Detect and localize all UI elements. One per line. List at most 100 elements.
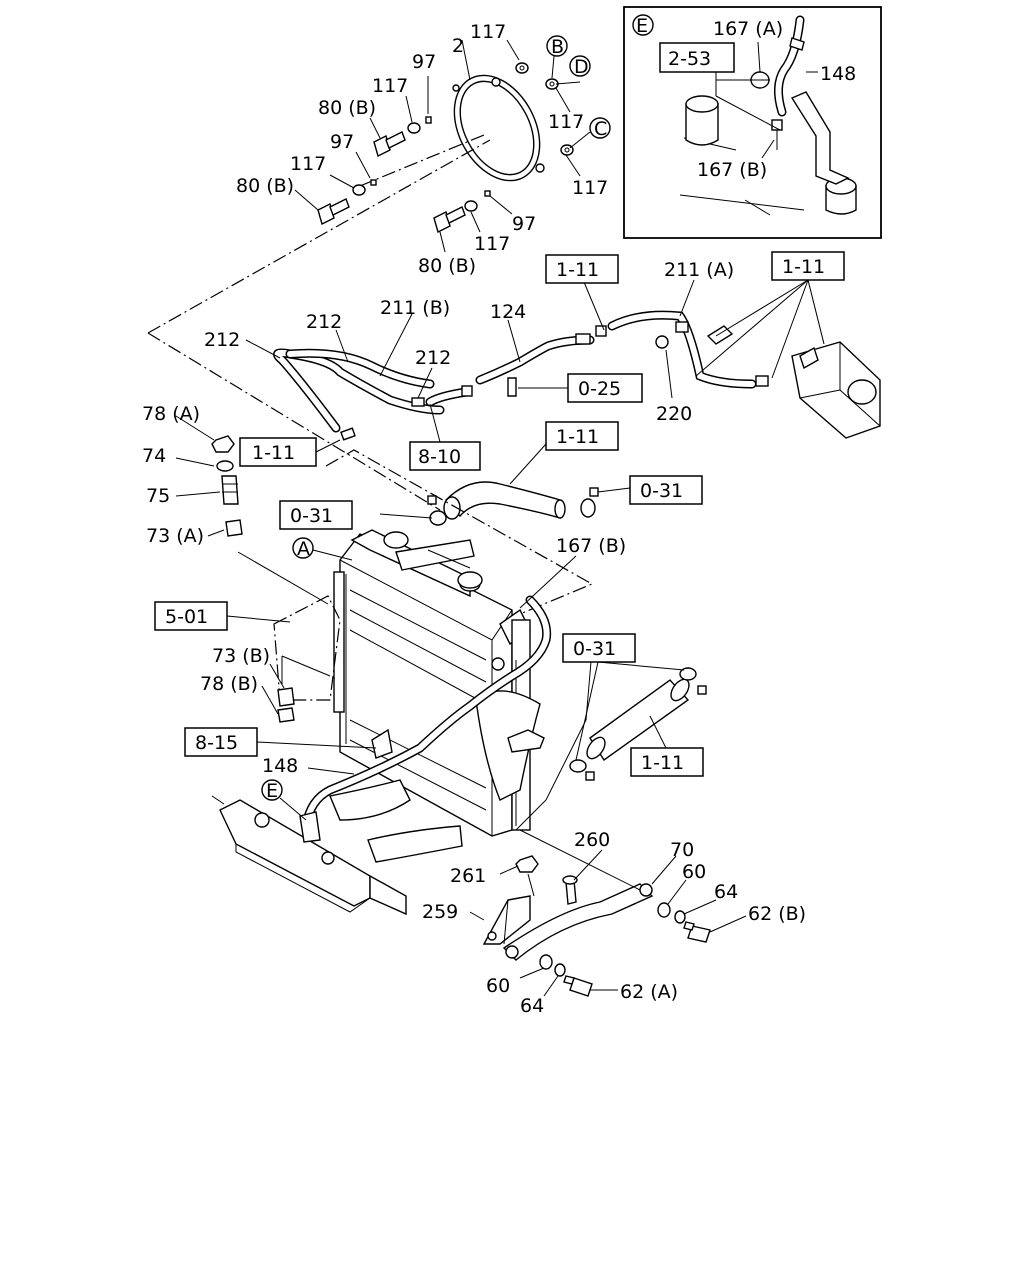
detail-inset-e: 2-53 E 167 (A) 148 167 (B) (623, 6, 882, 239)
radiator-cap (395, 539, 483, 589)
washer-64-upper (674, 910, 686, 924)
callout-78b: 78 (B) (200, 673, 258, 695)
inset-clip-167b (771, 119, 783, 150)
callout-80b-c: 80 (B) (418, 255, 476, 277)
nut-78b (277, 707, 295, 723)
bolt-260 (562, 875, 578, 905)
callout-167a: 167 (A) (713, 18, 783, 40)
callout-97-c: 97 (512, 213, 536, 235)
callout-2: 2 (452, 35, 464, 57)
ref-1-11-b: 1-11 (782, 256, 825, 278)
clip-220 (655, 335, 673, 399)
label-d: D (574, 56, 589, 78)
upper-radiator-hose (443, 481, 566, 520)
ref-5-01: 5-01 (165, 606, 208, 628)
callout-259: 259 (422, 901, 458, 923)
overflow-hose-assembly (273, 310, 769, 441)
ref-2-53: 2-53 (668, 48, 711, 70)
washer-117-mid (407, 122, 421, 134)
label-e-main: E (266, 780, 278, 802)
washer-117-top (515, 62, 529, 74)
nut-78a (211, 435, 235, 453)
ref-box-1-11-b (771, 251, 845, 281)
hose-clamp-upper-left (427, 495, 447, 526)
callout-64-a: 64 (714, 881, 738, 903)
ref-1-11-d: 1-11 (556, 426, 599, 448)
callout-80b-b: 80 (B) (236, 175, 294, 197)
ref-0-31-a: 0-31 (290, 505, 333, 527)
callout-117-b: 117 (372, 75, 408, 97)
ref-box-1-11-a (545, 254, 619, 284)
callout-62b: 62 (B) (748, 903, 806, 925)
pin-97-b (370, 179, 377, 186)
callout-80b-a: 80 (B) (318, 97, 376, 119)
callout-97-a: 97 (412, 51, 436, 73)
bracket-259 (482, 895, 531, 945)
ref-box-1-11-e (630, 747, 704, 777)
callout-260: 260 (574, 829, 610, 851)
washer-60-upper (657, 902, 671, 918)
overflow-pipe-148 (301, 595, 552, 831)
callout-117-e: 117 (572, 177, 608, 199)
callout-117-top: 117 (470, 21, 506, 43)
callout-148: 148 (262, 755, 298, 777)
bolt-top-right (706, 325, 734, 345)
label-c: C (594, 118, 607, 140)
ref-box-8-10 (409, 441, 481, 471)
callout-60-b: 60 (486, 975, 510, 997)
callout-73a: 73 (A) (146, 525, 204, 547)
callout-220: 220 (656, 403, 692, 425)
fastener-0-25 (507, 377, 517, 397)
bolt-62b (683, 921, 711, 943)
callout-60-a: 60 (682, 861, 706, 883)
callout-64-b: 64 (520, 995, 544, 1017)
inset-cylinder-left (685, 95, 719, 146)
cushion-73b (277, 687, 295, 707)
callout-74: 74 (142, 445, 166, 467)
circled-e-main (261, 779, 283, 801)
ref-box-1-11-d (545, 421, 619, 451)
ref-1-11-a: 1-11 (556, 259, 599, 281)
circled-c (589, 117, 611, 139)
washer-117-left (352, 184, 366, 196)
cushion-73a (225, 519, 243, 537)
label-a: A (297, 538, 310, 560)
circled-a (292, 537, 314, 559)
washer-64-lower (554, 963, 566, 977)
label-e-inset: E (636, 15, 648, 37)
circled-d (569, 55, 591, 77)
nut-261 (515, 855, 539, 873)
ref-box-0-25 (567, 373, 643, 403)
callout-117-f: 117 (474, 233, 510, 255)
callout-75: 75 (146, 485, 170, 507)
fan-shroud-ring (452, 74, 545, 182)
radiator-bottom-hose (329, 779, 463, 863)
ref-8-15: 8-15 (195, 732, 238, 754)
callout-inset-167b: 167 (B) (697, 159, 767, 181)
callout-62a: 62 (A) (620, 981, 678, 1003)
callout-212-a: 212 (306, 311, 342, 333)
bolt-80b-a (373, 131, 406, 158)
callout-70: 70 (670, 839, 694, 861)
ref-box-0-31-c (562, 633, 636, 663)
callout-73b: 73 (B) (212, 645, 270, 667)
ref-8-10: 8-10 (418, 446, 461, 468)
lower-radiator-hose (586, 678, 690, 761)
hose-clamp-upper-right (580, 487, 599, 518)
ref-box-2-53 (659, 42, 735, 73)
fan-shroud-lower (475, 690, 541, 801)
callout-117-c: 117 (290, 153, 326, 175)
mounting-bracket-side (507, 729, 545, 753)
hose-clamp-lower-left (569, 759, 595, 781)
ref-0-31-c: 0-31 (573, 638, 616, 660)
washer-117-bottom (464, 200, 478, 212)
circled-e-inset (632, 14, 654, 36)
circled-b (546, 35, 568, 57)
bolt-80b-c (433, 206, 466, 234)
ref-box-0-31-a (279, 500, 353, 530)
washer-117-right-a (545, 78, 559, 90)
drain-cock-75 (221, 475, 239, 505)
callout-167b: 167 (B) (556, 535, 626, 557)
ref-1-11-e: 1-11 (641, 752, 684, 774)
